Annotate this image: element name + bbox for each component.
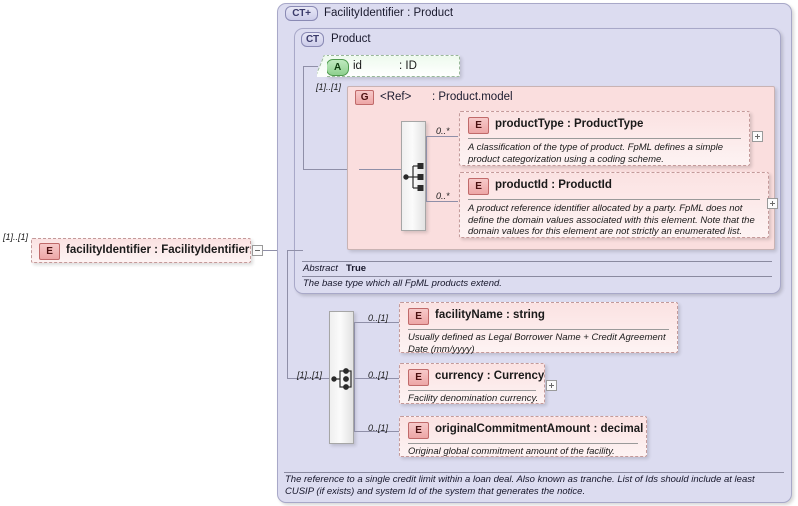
element-icon: E — [468, 178, 489, 195]
element-separator — [408, 390, 536, 391]
choice-compositor-icon — [403, 163, 424, 191]
complextype-plus-badge[interactable]: CT+ — [285, 6, 318, 21]
element-icon: E — [468, 117, 489, 134]
connector-outer-to-sequence — [287, 378, 329, 379]
group-type: : Product.model — [432, 91, 513, 103]
element-documentation: A classification of the type of product.… — [468, 142, 724, 165]
attribute-nose-icon — [317, 55, 327, 77]
connector-outer-to-base — [287, 250, 303, 251]
connector-to-facilityName — [354, 322, 399, 323]
base-type-badge[interactable]: CT — [301, 32, 324, 47]
group-cardinality: [1]..[1] — [316, 82, 342, 92]
connector-to-productId — [426, 201, 458, 202]
connector-vertical-base-children — [303, 66, 304, 170]
choice-compositor-box[interactable] — [401, 121, 426, 231]
base-type-documentation: The base type which all FpML products ex… — [303, 278, 502, 289]
attribute-icon: A — [326, 59, 349, 76]
abstract-label: Abstract — [303, 263, 338, 274]
element-documentation: A product reference identifier allocated… — [468, 203, 755, 237]
connector-root-to-type — [263, 250, 279, 251]
group-icon: G — [355, 90, 374, 105]
element-title: currency : Currency — [435, 370, 545, 382]
connector-sequence-bus — [354, 322, 355, 432]
connector-to-group — [303, 169, 359, 170]
root-element-label: facilityIdentifier : FacilityIdentifier — [66, 244, 250, 256]
sequence-compositor-icon — [331, 368, 352, 390]
element-icon: E — [39, 243, 60, 260]
connector-to-originalCommitmentAmount — [354, 431, 399, 432]
element-documentation: Original global commitment amount of the… — [408, 446, 615, 457]
complextype-badge-text: CT+ — [292, 8, 311, 19]
element-title: productId : ProductId — [495, 179, 612, 191]
outer-footer-rule — [284, 472, 784, 473]
element-separator — [408, 443, 638, 444]
connector-outer-bus-vertical — [287, 250, 288, 378]
element-box-productId[interactable]: E productId : ProductId A product refere… — [459, 172, 769, 238]
complextype-title: FacilityIdentifier : Product — [324, 7, 454, 19]
element-expand-toggle-productType[interactable] — [752, 131, 763, 142]
connector-choice-bus — [426, 136, 427, 202]
root-element-collapse-toggle[interactable] — [252, 245, 263, 256]
group-icon-text: G — [360, 92, 369, 103]
element-box-productType[interactable]: E productType : ProductType A classifica… — [459, 111, 750, 166]
root-element-cardinality: [1]..[1] — [3, 232, 29, 242]
element-icon: E — [408, 308, 429, 325]
productType-cardinality: 0..* — [436, 126, 450, 136]
group-name: <Ref> — [380, 91, 412, 103]
root-element-box[interactable]: E facilityIdentifier : FacilityIdentifie… — [31, 238, 251, 263]
element-box-currency[interactable]: E currency : Currency Facility denominat… — [399, 363, 545, 404]
element-box-originalCommitmentAmount[interactable]: E originalCommitmentAmount : decimal Ori… — [399, 416, 647, 457]
base-type-title: Product — [331, 33, 371, 45]
element-expand-toggle-productId[interactable] — [767, 198, 778, 209]
base-type-badge-text: CT — [306, 34, 319, 45]
connector-group-to-compositor — [359, 169, 401, 170]
productId-cardinality: 0..* — [436, 191, 450, 201]
element-title: facilityName : string — [435, 309, 545, 321]
abstract-value: True — [346, 263, 367, 274]
sequence-compositor-box[interactable] — [329, 311, 354, 444]
attribute-box-id[interactable]: A id : ID — [326, 55, 460, 77]
connector-to-attribute — [303, 66, 318, 67]
element-separator — [408, 329, 669, 330]
complextype-documentation: The reference to a single credit limit w… — [285, 474, 755, 497]
currency-cardinality: 0..[1] — [368, 370, 389, 380]
attribute-name: id — [353, 60, 362, 72]
sequence-cardinality: [1]..[1] — [297, 370, 323, 380]
element-separator — [468, 199, 760, 200]
connector-to-currency — [354, 378, 399, 379]
element-documentation: Facility denomination currency. — [408, 393, 539, 404]
element-separator — [468, 138, 741, 139]
element-documentation: Usually defined as Legal Borrower Name +… — [408, 332, 666, 355]
originalCommitmentAmount-cardinality: 0..[1] — [368, 423, 389, 433]
facilityName-cardinality: 0..[1] — [368, 313, 389, 323]
attribute-type: : ID — [399, 60, 417, 72]
element-box-facilityName[interactable]: E facilityName : string Usually defined … — [399, 302, 678, 355]
element-icon: E — [408, 369, 429, 386]
element-title: originalCommitmentAmount : decimal — [435, 423, 644, 435]
base-footer-rule-top — [302, 261, 772, 262]
connector-to-productType — [426, 136, 458, 137]
element-title: productType : ProductType — [495, 118, 644, 130]
base-footer-rule-mid — [302, 276, 772, 277]
element-icon: E — [408, 422, 429, 439]
element-expand-toggle-currency[interactable] — [546, 380, 557, 391]
